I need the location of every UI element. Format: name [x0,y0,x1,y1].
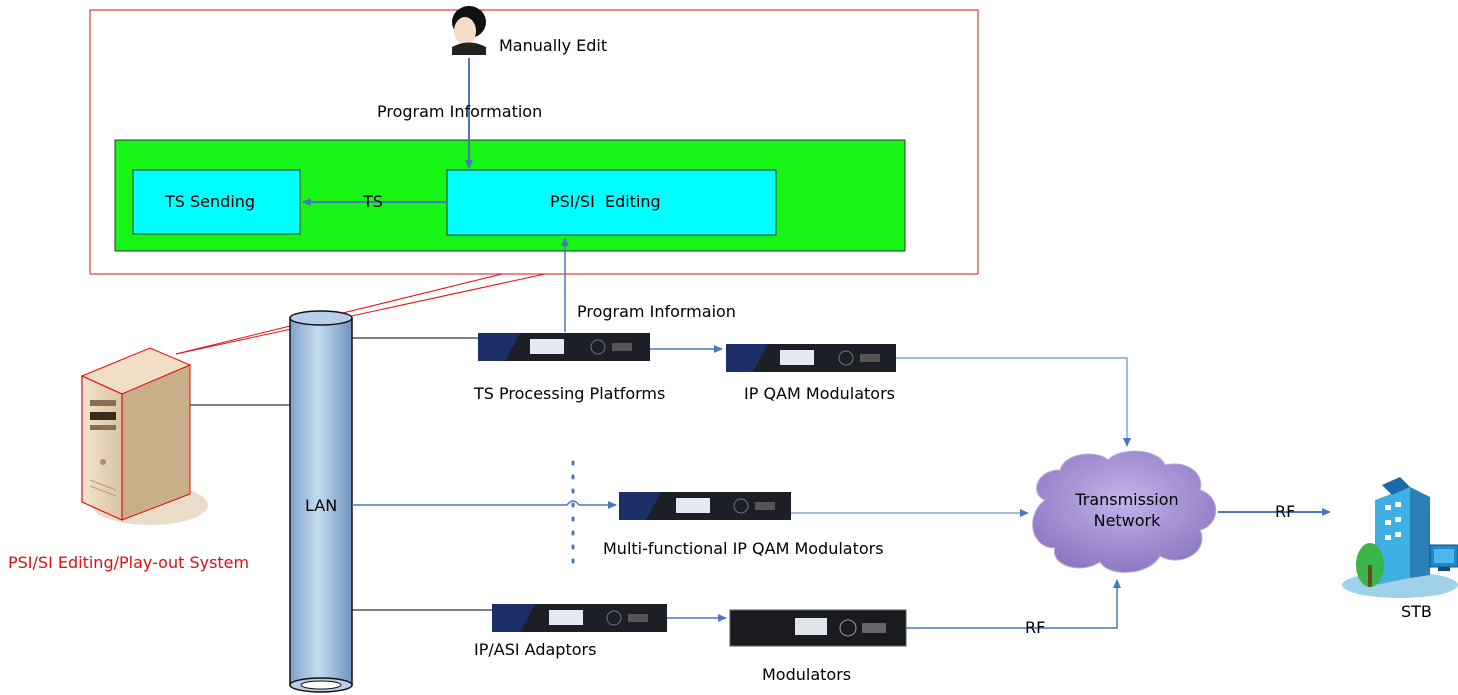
rf-to-stb-label: RF [1275,502,1296,521]
arrow-modulator-to-cloud [906,579,1121,629]
ip-asi-device [492,604,667,632]
ts-sending-label: TS Sending [165,192,256,211]
modulators-label: Modulators [762,665,852,684]
psi-si-editing-box [446,169,777,236]
red-connector-2 [175,273,546,355]
lan-label: LAN [305,496,338,515]
multifunctional-device [619,492,791,520]
stb-building-tv-icon [1342,477,1458,598]
server-tower-icon [80,347,208,525]
rf-modulators-label: RF [1025,618,1046,637]
ip-qam-modulators-label: IP QAM Modulators [744,384,895,403]
ts-processing-device [478,333,650,361]
multi-functional-label: Multi-functional IP QAM Modulators [603,539,884,558]
system-label: PSI/SI Editing/Play-out System [8,553,250,572]
ts-label: TS [363,192,383,211]
program-information-label: Program Information [377,102,543,121]
stb-label: STB [1401,602,1432,621]
modulator-device [729,609,907,647]
arrow-ipqam-to-cloud [896,357,1131,447]
ts-processing-platforms-label: TS Processing Platforms [474,384,666,403]
program-informaion-label: Program Informaion [577,302,736,321]
editing-system-frame [89,9,979,275]
line-crossover [566,500,580,506]
ip-asi-adaptors-label: IP/ASI Adaptors [474,640,597,659]
transmission-network-cloud [1032,450,1217,573]
ts-sending-box [132,169,301,235]
transmission-network-label: Transmission Network [1075,490,1179,530]
manually-edit-label: Manually Edit [499,36,608,55]
psi-si-editing-label: PSI/SI Editing [550,192,661,211]
lan-pipe [289,310,353,693]
person-icon [452,6,486,55]
ip-qam-device [726,344,896,372]
